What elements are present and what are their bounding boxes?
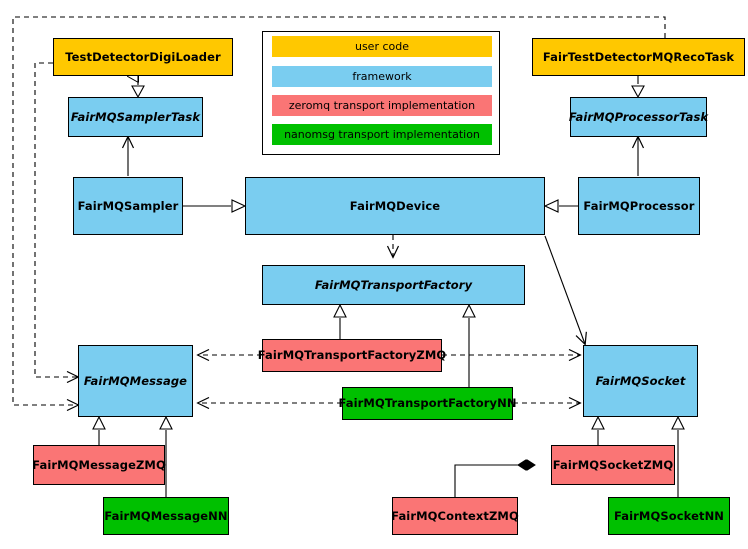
node-fairmqmessage[interactable]: FairMQMessage — [78, 345, 193, 417]
edge-digiloader-tri — [131, 85, 145, 99]
node-fairmqsamplertask[interactable]: FairMQSamplerTask — [68, 97, 203, 137]
edge-socketzmq-to-socket-tri — [591, 415, 605, 430]
legend-item-zeromq-label: zeromq transport implementation — [288, 99, 476, 112]
legend-item-framework: framework — [272, 66, 492, 87]
edge-recotask-tri — [631, 85, 645, 99]
node-fairmqtransportfactory[interactable]: FairMQTransportFactory — [262, 265, 525, 305]
edge-messagenn-to-message-tri — [159, 415, 173, 430]
node-fairmqtransportfactoryzmq[interactable]: FairMQTransportFactoryZMQ — [258, 339, 446, 372]
node-fairmqtransportfactorynn[interactable]: FairMQTransportFactoryNN — [338, 387, 516, 420]
node-fairmqmessagezmq[interactable]: FairMQMessageZMQ — [32, 445, 166, 485]
edge-device-to-socket — [544, 235, 585, 344]
legend-item-user-code-label: user code — [354, 40, 410, 53]
edge-contextzmq-to-socketzmq — [454, 465, 535, 497]
node-fairtestdetectormqrecotask[interactable]: FairTestDetectorMQRecoTask — [532, 38, 745, 76]
node-fairmqsocketnn[interactable]: FairMQSocketNN — [608, 497, 730, 535]
edge-recotask-to-message — [12, 16, 666, 405]
legend-item-user-code: user code — [272, 36, 492, 57]
legend-item-zeromq: zeromq transport implementation — [272, 95, 492, 116]
edge-processor-to-device-tri — [543, 199, 559, 213]
edge-socketnn-to-socket-tri — [671, 415, 685, 430]
legend-item-framework-label: framework — [352, 70, 412, 83]
node-fairmqsampler[interactable]: FairMQSampler — [73, 177, 183, 235]
node-fairmqprocessor[interactable]: FairMQProcessor — [578, 177, 700, 235]
edge-tfzmq-to-tf-tri — [333, 303, 347, 318]
node-fairmqprocessortask[interactable]: FairMQProcessorTask — [569, 97, 708, 137]
node-fairmqcontextzmq[interactable]: FairMQContextZMQ — [391, 497, 519, 535]
legend-item-nanomsg-label: nanomsg transport implementation — [284, 128, 480, 141]
node-testdetectordigiloader[interactable]: TestDetectorDigiLoader — [53, 38, 233, 76]
node-fairmqsocketzmq[interactable]: FairMQSocketZMQ — [551, 445, 675, 485]
node-fairmqsocket[interactable]: FairMQSocket — [583, 345, 698, 417]
node-fairmqmessagenn[interactable]: FairMQMessageNN — [103, 497, 229, 535]
node-fairmqdevice[interactable]: FairMQDevice — [245, 177, 545, 235]
legend-item-nanomsg: nanomsg transport implementation — [272, 124, 492, 145]
edge-messagezmq-to-message-tri — [92, 415, 106, 430]
edge-tfnn-to-tf-tri — [462, 303, 476, 318]
edge-digiloader-to-message — [34, 62, 78, 377]
edge-sampler-to-device-tri — [231, 199, 247, 213]
